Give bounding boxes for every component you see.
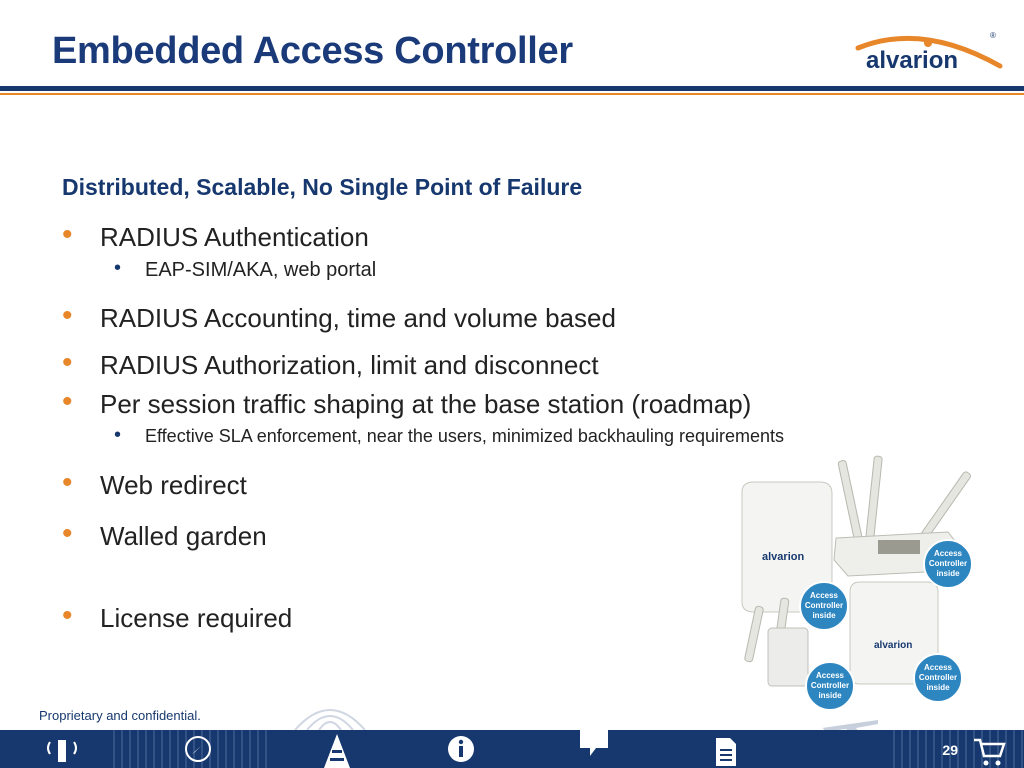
svg-text:Controller: Controller xyxy=(811,681,849,690)
svg-text:Access: Access xyxy=(816,671,845,680)
svg-text:alvarion: alvarion xyxy=(874,640,912,651)
header-rule-orange xyxy=(0,93,1024,95)
signal-arcs-decoration xyxy=(294,709,366,730)
alvarion-logo: alvarion ® xyxy=(855,31,1003,74)
shopping-cart-icon xyxy=(974,738,1006,766)
access-controller-badge: Access Controller inside xyxy=(923,539,973,589)
antenna-tower-icon xyxy=(47,740,77,762)
airplane-icon xyxy=(822,720,878,738)
svg-text:Access: Access xyxy=(810,591,839,600)
stripes-decoration xyxy=(113,730,267,768)
svg-text:inside: inside xyxy=(812,611,836,620)
svg-text:Controller: Controller xyxy=(929,559,967,568)
devices-image: alvarion alvarion Access Controller insi… xyxy=(741,455,973,711)
small-unit xyxy=(767,627,809,687)
wireless-tower-icon xyxy=(324,734,350,768)
stripes-decoration xyxy=(893,730,1023,768)
page-number: 29 xyxy=(942,742,958,758)
registered-mark: ® xyxy=(990,31,996,40)
svg-text:Access: Access xyxy=(924,663,953,672)
access-controller-badge: Access Controller inside xyxy=(805,661,855,711)
confidential-note: Proprietary and confidential. xyxy=(39,708,201,723)
subheading: Distributed, Scalable, No Single Point o… xyxy=(62,174,583,200)
svg-text:alvarion: alvarion xyxy=(762,551,804,563)
access-controller-badge: Access Controller inside xyxy=(913,653,963,703)
svg-text:Access: Access xyxy=(934,549,963,558)
svg-text:inside: inside xyxy=(818,691,842,700)
chat-bubble-icon xyxy=(580,730,608,756)
svg-text:Controller: Controller xyxy=(919,673,957,682)
svg-text:inside: inside xyxy=(926,683,950,692)
footer-bar: 29 xyxy=(0,730,1024,768)
access-controller-badge: Access Controller inside xyxy=(799,581,849,631)
svg-text:Controller: Controller xyxy=(805,601,843,610)
antenna-icon xyxy=(865,455,883,541)
antenna-icon xyxy=(837,460,863,540)
logo-text: alvarion xyxy=(866,47,958,74)
antenna-icon xyxy=(744,605,764,663)
info-icon xyxy=(448,736,474,762)
antenna-icon xyxy=(921,471,971,539)
svg-text:inside: inside xyxy=(936,569,960,578)
compass-icon xyxy=(185,736,211,762)
document-icon xyxy=(716,738,736,766)
header-rule-blue xyxy=(0,86,1024,91)
slide-title: Embedded Access Controller xyxy=(52,30,573,72)
